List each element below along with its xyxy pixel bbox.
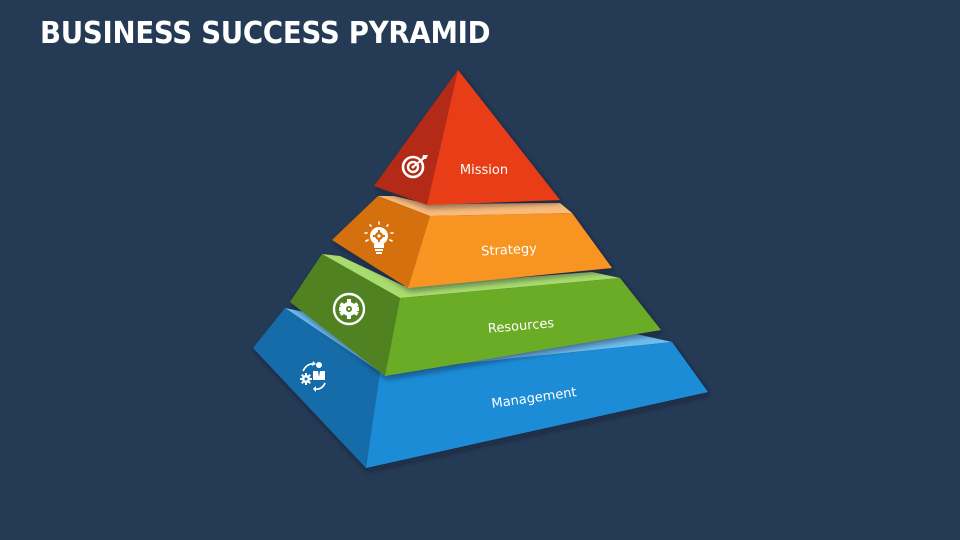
resources-side-face	[290, 254, 400, 376]
resources-label: Resources	[487, 316, 555, 337]
mission-side-face	[374, 70, 458, 205]
person-gear-cycle-icon	[300, 361, 326, 392]
management-front-face	[366, 342, 708, 468]
slide-title: BUSINESS SUCCESS PYRAMID	[40, 16, 491, 51]
resources-front-face	[385, 278, 661, 376]
resources-top-face	[322, 254, 620, 298]
gear-circle-icon	[332, 292, 366, 326]
strategy-front-face	[408, 213, 612, 288]
target-icon	[401, 155, 428, 179]
pyramid-level-mission	[374, 70, 560, 205]
management-side-face	[253, 308, 380, 468]
mission-label: Mission	[460, 163, 508, 178]
mission-front-face	[427, 70, 560, 205]
pyramid-level-resources	[290, 254, 661, 376]
strategy-label: Strategy	[481, 242, 538, 260]
lightbulb-gear-icon	[364, 221, 394, 254]
strategy-top-face	[378, 196, 572, 216]
